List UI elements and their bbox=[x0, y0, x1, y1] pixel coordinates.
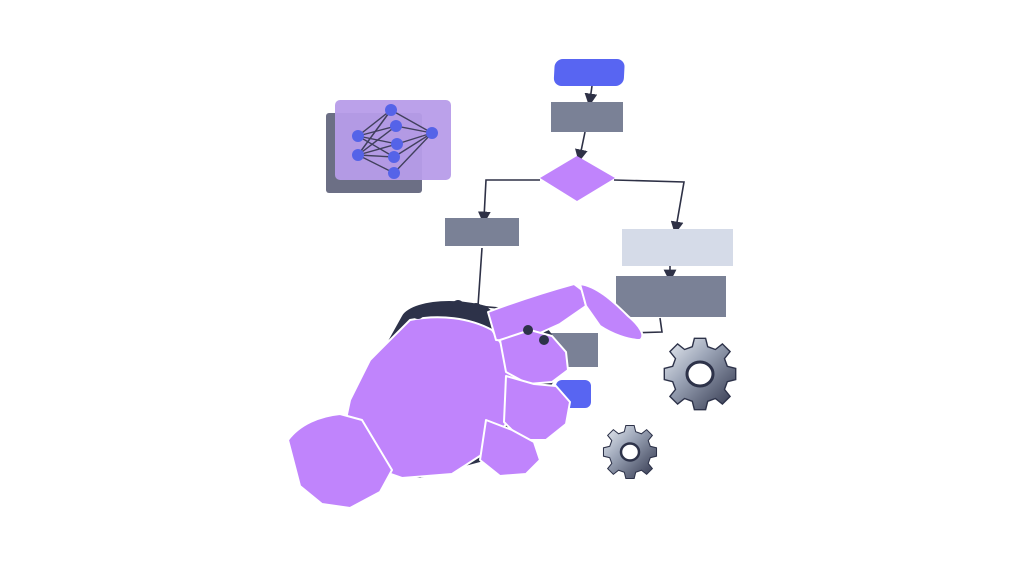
hand-middle-finger bbox=[499, 329, 569, 385]
hand-index-finger-base bbox=[487, 283, 587, 343]
flowchart-left-block bbox=[445, 218, 519, 246]
neural-network-icon bbox=[326, 100, 451, 193]
robotic-hand-icon bbox=[287, 283, 644, 509]
flowchart-right-light-block bbox=[622, 229, 733, 266]
flowchart-start-block bbox=[553, 59, 625, 86]
flowchart-icon bbox=[445, 59, 733, 408]
flowchart-right-dark-block bbox=[616, 276, 726, 317]
hand-wrist bbox=[287, 413, 393, 509]
flowchart-decision-block bbox=[540, 156, 615, 201]
hand-pinky-finger bbox=[479, 419, 541, 477]
hand-ring-finger bbox=[503, 375, 571, 441]
flowchart-process-block bbox=[551, 102, 623, 132]
hand-index-finger-tip bbox=[579, 283, 644, 341]
hand-joint-accents bbox=[412, 300, 549, 345]
neural-edges bbox=[357, 109, 433, 174]
gear-icon bbox=[663, 337, 737, 411]
neural-nodes bbox=[352, 104, 438, 179]
gear-icon bbox=[602, 424, 658, 480]
